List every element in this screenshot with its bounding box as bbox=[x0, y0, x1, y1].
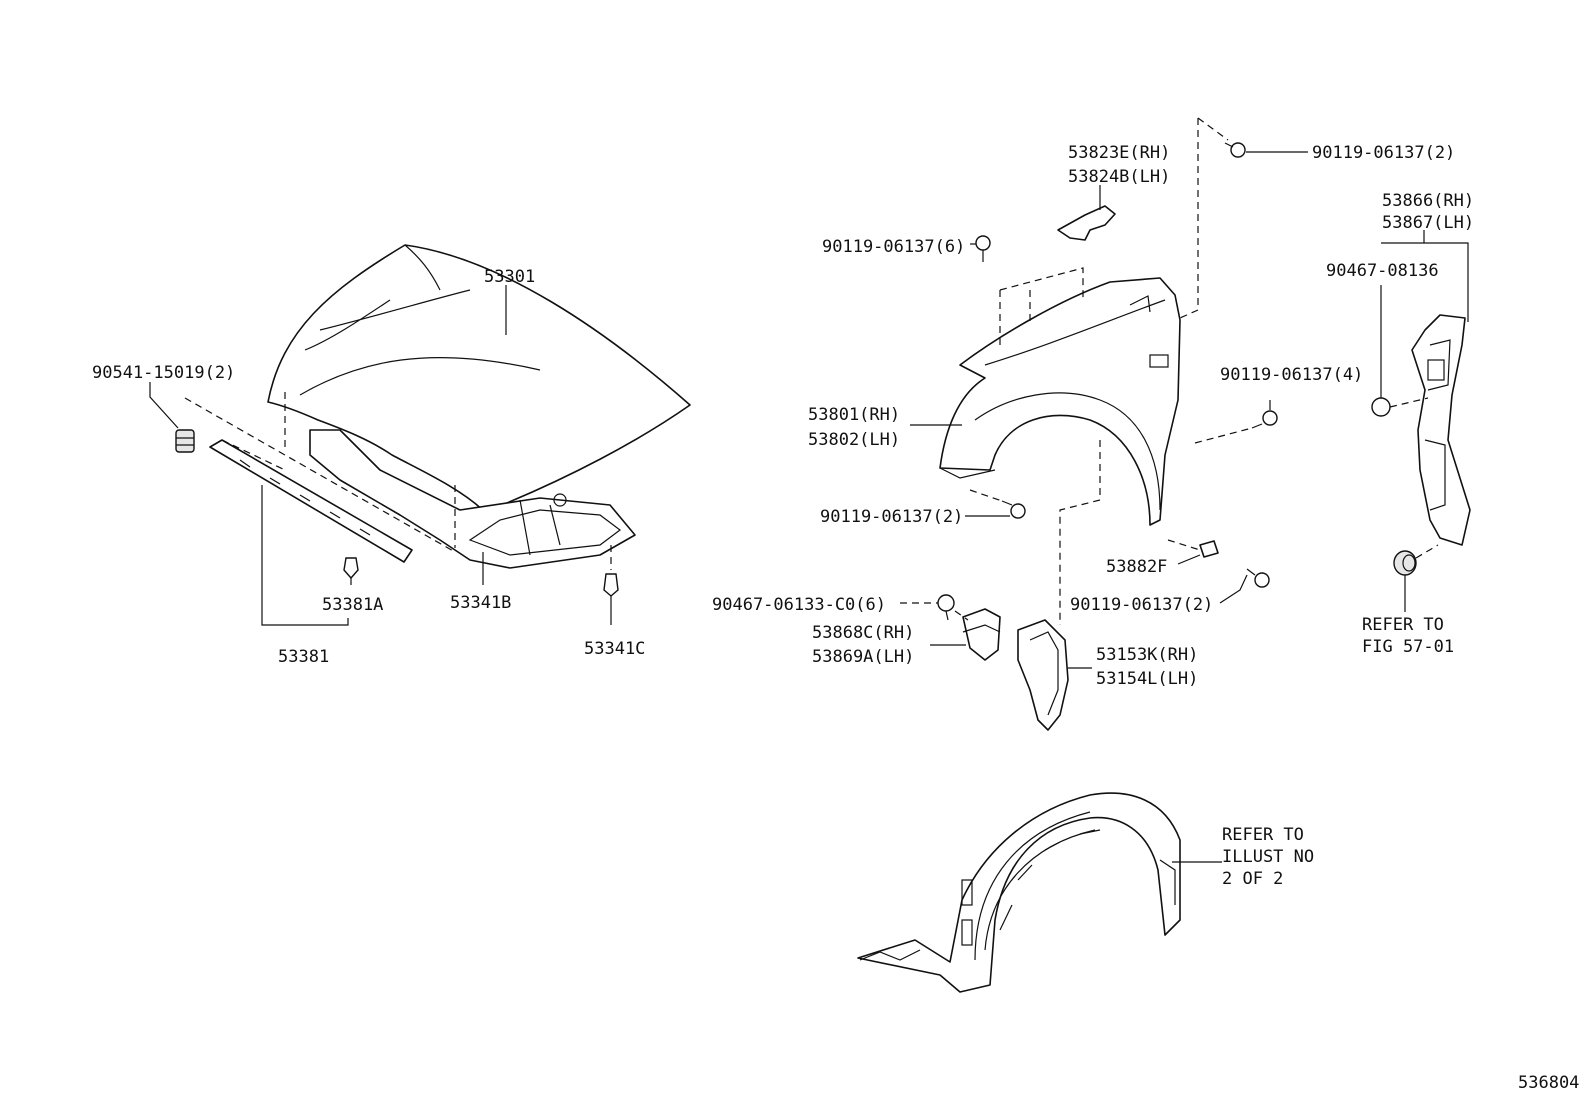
dash-side-grommet bbox=[1415, 544, 1439, 559]
insulator-retainer-shape bbox=[603, 573, 619, 597]
label-insulator-retainer: 53341C bbox=[584, 639, 645, 659]
dash-hood-bumper bbox=[184, 397, 456, 553]
label-fender-lh: 53802(LH) bbox=[808, 430, 900, 450]
label-bracket-rh: 53823E(RH) bbox=[1068, 143, 1170, 163]
leader-side-panel bbox=[1381, 242, 1469, 322]
label-side-refer-1: REFER TO bbox=[1362, 615, 1444, 635]
side-panel-group: 53866(RH) 53867(LH) 90467-08136 REFER TO… bbox=[1326, 191, 1474, 657]
dash-side-bolt bbox=[1194, 427, 1253, 444]
dash-fender-bottom bbox=[1059, 440, 1101, 625]
label-liner-refer-3: 2 OF 2 bbox=[1222, 869, 1283, 889]
label-clip-front: 90467-06133-C0(6) bbox=[712, 595, 886, 615]
label-bolt-top-right: 90119-06137(2) bbox=[1312, 143, 1455, 163]
hood-seal-shape bbox=[209, 439, 413, 563]
label-bolt-bottom-right: 90119-06137(2) bbox=[1070, 595, 1213, 615]
leader-pad bbox=[1177, 554, 1201, 565]
label-bracket2-rh: 53868C(RH) bbox=[812, 623, 914, 643]
label-liner-refer-1: REFER TO bbox=[1222, 825, 1304, 845]
label-bolt-top-left: 90119-06137(6) bbox=[822, 237, 965, 257]
side-panel-shape bbox=[1411, 314, 1471, 546]
hood-shape bbox=[267, 244, 691, 513]
bolt-top-left-shape bbox=[975, 235, 991, 262]
fender-liner-group: REFER TO ILLUST NO 2 OF 2 bbox=[857, 792, 1314, 993]
bolt-bottom-right-shape bbox=[1246, 568, 1270, 588]
seal-clip-shape bbox=[343, 557, 359, 580]
leader-hood-seal bbox=[261, 485, 349, 626]
figure-number: 536804 bbox=[1518, 1073, 1579, 1093]
label-hood: 53301 bbox=[484, 267, 535, 287]
bolt-bottom-left-shape bbox=[1001, 500, 1026, 519]
fender-bracket-shape bbox=[1057, 205, 1116, 241]
label-side-refer-2: FIG 57-01 bbox=[1362, 637, 1454, 657]
dash-clip-to-bracket bbox=[954, 610, 969, 621]
fender-bracket2-shape bbox=[962, 608, 1001, 661]
bolt-top-right-shape bbox=[1224, 142, 1246, 158]
fender-liner-shape bbox=[857, 792, 1181, 993]
label-seal-lh: 53154L(LH) bbox=[1096, 669, 1198, 689]
label-bolt-bottom-left: 90119-06137(2) bbox=[820, 507, 963, 527]
side-clip-shape bbox=[1371, 397, 1391, 417]
dash-side-clip bbox=[1389, 397, 1429, 408]
hood-bumper-shape bbox=[175, 429, 195, 453]
dash-pad bbox=[1167, 539, 1201, 551]
clip-front-shape bbox=[937, 594, 955, 621]
leader-bottom-right-bolt bbox=[1219, 574, 1248, 604]
label-hood-bumper: 90541-15019(2) bbox=[92, 363, 235, 383]
dash-fender-top bbox=[999, 267, 1084, 300]
fender-seal-shape bbox=[1017, 619, 1069, 731]
label-bracket-lh: 53824B(LH) bbox=[1068, 167, 1170, 187]
hood-insulator-shape bbox=[309, 429, 636, 569]
label-fender-rh: 53801(RH) bbox=[808, 405, 900, 425]
fender-group: 53823E(RH) 53824B(LH) 90119-06137(2) 901… bbox=[712, 117, 1455, 731]
hood-group: 53301 90541-15019(2) 53381A 53381 53341B… bbox=[92, 244, 691, 667]
label-side-clip: 90467-08136 bbox=[1326, 261, 1439, 281]
label-liner-refer-2: ILLUST NO bbox=[1222, 847, 1314, 867]
bolt-side-shape bbox=[1251, 410, 1278, 429]
label-hood-insulator: 53341B bbox=[450, 593, 511, 613]
dash-fender-top-right bbox=[1179, 118, 1199, 319]
label-side-panel-rh: 53866(RH) bbox=[1382, 191, 1474, 211]
label-hood-seal: 53381 bbox=[278, 647, 329, 667]
label-pad: 53882F bbox=[1106, 557, 1167, 577]
label-bracket2-lh: 53869A(LH) bbox=[812, 647, 914, 667]
pad-shape bbox=[1199, 540, 1219, 558]
label-seal-rh: 53153K(RH) bbox=[1096, 645, 1198, 665]
dash-top-right-bolt bbox=[1197, 117, 1229, 141]
side-grommet-shape bbox=[1393, 550, 1417, 576]
dash-bottom-left-bolt bbox=[969, 489, 1003, 502]
label-seal-clip: 53381A bbox=[322, 595, 383, 615]
fender-shape bbox=[939, 277, 1181, 526]
leader-hood-bumper bbox=[149, 382, 179, 429]
label-bolt-side: 90119-06137(4) bbox=[1220, 365, 1363, 385]
label-side-panel-lh: 53867(LH) bbox=[1382, 213, 1474, 233]
